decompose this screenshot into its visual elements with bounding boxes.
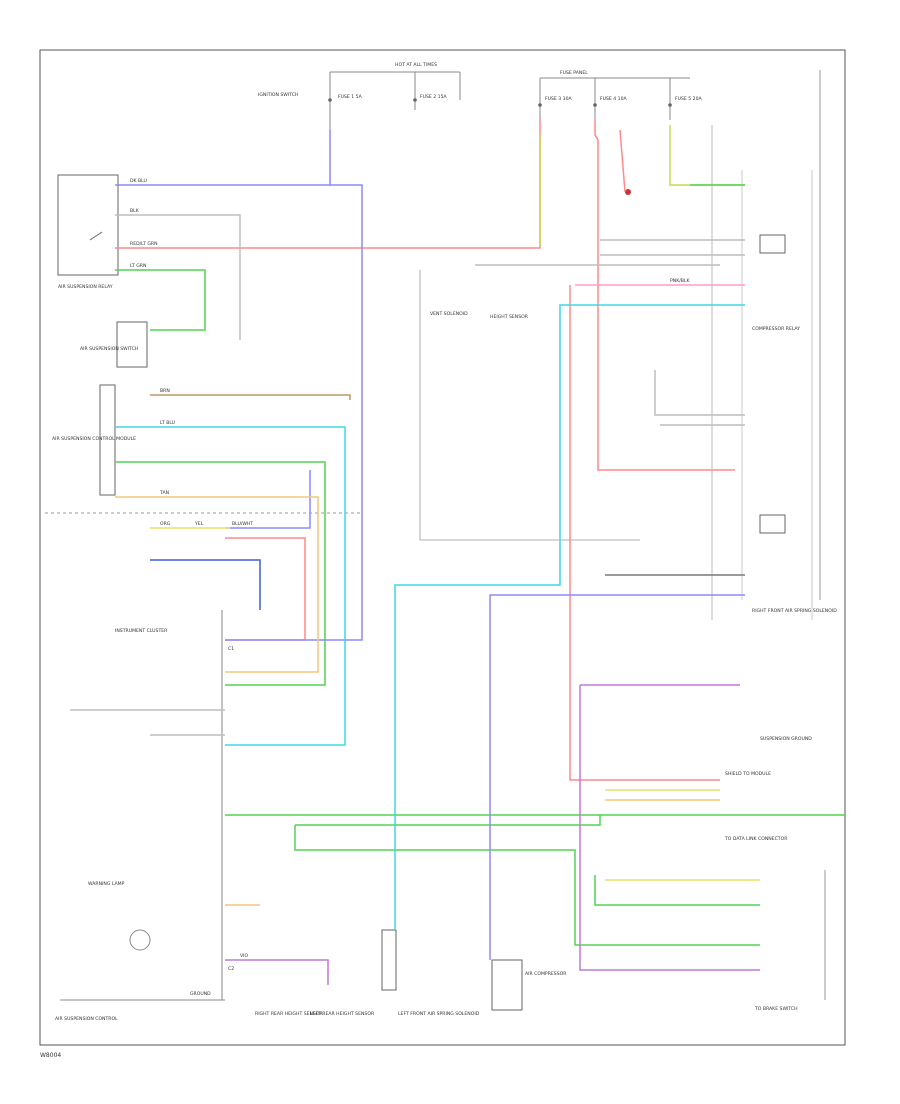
label-to-data-link: TO DATA LINK CONNECTOR (724, 836, 788, 842)
diagram-frame (39, 49, 846, 1046)
label-suspension-ground: SUSPENSION GROUND (760, 736, 812, 742)
label-warning-lamp: WARNING LAMP (88, 881, 125, 887)
label-fuse-3: FUSE 3 30A (545, 96, 573, 102)
wire-code-vio: VIO (240, 953, 248, 959)
wire-code-yel: YEL (194, 521, 204, 527)
label-vent-solenoid: VENT SOLENOID (430, 311, 468, 317)
wire-red-fuse4 (594, 120, 735, 471)
wire-green-lower-4 (594, 875, 760, 906)
wire-green-lower-3 (294, 825, 760, 946)
air-suspension-switch: AIR SUSPENSION SWITCH (80, 321, 148, 368)
wire-red-right (569, 285, 720, 781)
wire-blue-mid (225, 470, 311, 529)
wire-code-ltgrn: LT GRN (130, 263, 146, 269)
air-compressor: AIR COMPRESSOR (491, 959, 567, 1011)
instrument-cluster: INSTRUMENT CLUSTER WARNING LAMP (88, 610, 223, 1000)
wire-green-lower-2 (295, 815, 601, 826)
left-front-solenoid: LEFT FRONT AIR SPRING SOLENOID (381, 929, 480, 1017)
label-right-front-solenoid: RIGHT FRONT AIR SPRING SOLENOID (752, 608, 837, 614)
label-shield: SHIELD TO MODULE (725, 771, 771, 777)
wire-code-tan: TAN (159, 490, 169, 496)
compressor-relay: COMPRESSOR RELAY (752, 234, 800, 332)
air-suspension-module-left: AIR SUSPENSION CONTROL MODULE (52, 384, 136, 496)
left-ground: GROUND AIR SUSPENSION CONTROL (55, 991, 225, 1022)
connector-c1: C1 (228, 646, 234, 652)
wire-blue-bottom (489, 594, 745, 960)
fuse-panel-group: HOT AT ALL TIMES FUSE PANEL FUSE 1 5A FU… (258, 62, 703, 195)
wire-gray-4 (654, 370, 745, 416)
label-air-suspension-relay: AIR SUSPENSION RELAY (58, 284, 113, 290)
label-ignition-switch: IGNITION SWITCH (258, 92, 298, 98)
wire-code-org: ORG (160, 521, 171, 527)
label-air-suspension-module: AIR SUSPENSION CONTROL MODULE (52, 436, 136, 442)
vent-solenoid: VENT SOLENOID HEIGHT SENSOR (419, 270, 640, 541)
label-fuse-5: FUSE 5 20A (675, 96, 703, 102)
wire-red-drop (619, 129, 626, 193)
wire-darkblue (150, 559, 261, 610)
wires (70, 120, 845, 985)
air-suspension-relay: AIR SUSPENSION RELAY (57, 174, 119, 290)
wire-yellowgreen-2 (669, 125, 745, 186)
label-fuse-panel: FUSE PANEL (560, 70, 588, 76)
wire-red-lower (225, 537, 306, 641)
right-front-solenoid: RIGHT FRONT AIR SPRING SOLENOID (752, 514, 837, 614)
wire-gray-left (115, 214, 241, 340)
wire-green-relay (115, 269, 206, 331)
label-fuse-2: FUSE 2 15A (420, 94, 448, 100)
wire-brown (150, 394, 351, 400)
suspension-ground: SUSPENSION GROUND SHIELD TO MODULE TO DA… (724, 736, 812, 1012)
label-fuse-1: FUSE 1 5A (338, 94, 363, 100)
label-left-rear-height-sensor: LEFT REAR HEIGHT SENSOR (310, 1011, 375, 1017)
wire-blue-main (225, 130, 363, 641)
wire-code-pnkblk: PNK/BLK (670, 278, 690, 284)
wire-orange (115, 496, 319, 673)
wire-violet-right (579, 685, 760, 971)
connector-c2: C2 (228, 966, 234, 972)
wire-code-ltblu: LT BLU (160, 420, 175, 426)
wire-code-blk: BLK (130, 208, 140, 214)
label-air-suspension-switch: AIR SUSPENSION SWITCH (80, 346, 138, 352)
footer-code: W8004 (40, 1052, 61, 1059)
label-left-front-solenoid: LEFT FRONT AIR SPRING SOLENOID (398, 1011, 480, 1017)
label-fuse-4: FUSE 4 10A (600, 96, 628, 102)
label-compressor-relay: COMPRESSOR RELAY (752, 326, 800, 332)
wire-lightblue-right (394, 304, 745, 930)
label-right-rear-height-sensor: RIGHT REAR HEIGHT SENSOR (255, 1011, 323, 1017)
wire-red-main (115, 120, 541, 249)
right-rear-height-sensor: RIGHT REAR HEIGHT SENSOR (255, 1011, 323, 1017)
label-hot-at-all-times: HOT AT ALL TIMES (395, 62, 437, 68)
label-height-sensor: HEIGHT SENSOR (490, 314, 529, 320)
wire-lightblue-main (115, 426, 346, 746)
wire-violet-lower (225, 959, 329, 985)
label-to-brake-switch: TO BRAKE SWITCH (754, 1006, 798, 1012)
label-instrument-cluster: INSTRUMENT CLUSTER (115, 628, 168, 634)
wire-code-bluwht: BLU/WHT (232, 521, 253, 527)
wire-green-module (115, 461, 326, 686)
label-compressor: AIR COMPRESSOR (525, 971, 567, 977)
wire-code-brn: BRN (160, 388, 170, 394)
left-rear-height-sensor: LEFT REAR HEIGHT SENSOR (310, 1011, 375, 1017)
label-air-control-footer: AIR SUSPENSION CONTROL (55, 1016, 118, 1022)
wire-code-dkblu: DK BLU (130, 178, 147, 184)
wire-code-labels: RED/LT GRN BLK LT GRN DK BLU TAN ORG YEL… (130, 178, 690, 972)
wire-code-red: RED/LT GRN (130, 241, 158, 247)
label-ground: GROUND (190, 991, 211, 997)
